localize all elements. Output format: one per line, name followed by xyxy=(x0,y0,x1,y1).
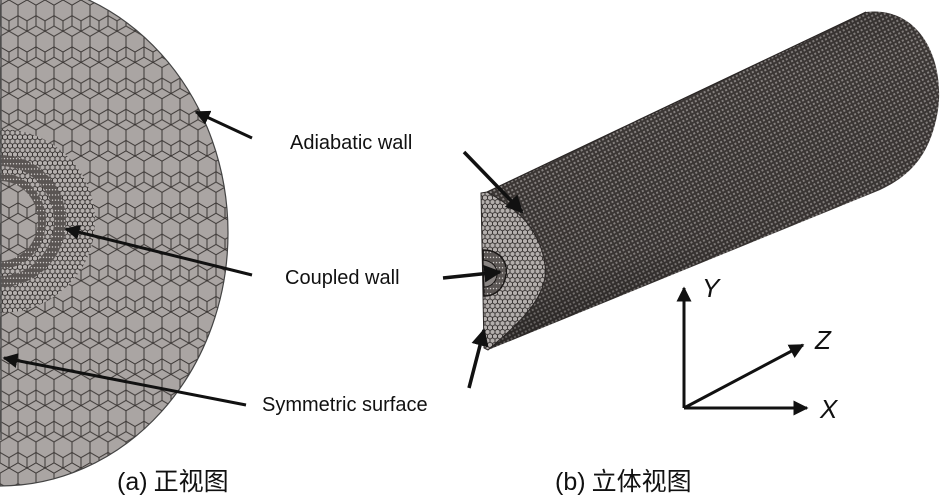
arrow-symmetric-surface-a xyxy=(2,353,247,407)
cylinder-top-edge xyxy=(486,11,867,193)
panel-a-front-view xyxy=(0,0,229,487)
z-axis-arrow xyxy=(683,343,805,410)
x-axis-label: X xyxy=(819,394,839,424)
transition-mesh-ring xyxy=(0,129,95,313)
arrow-adiabatic-wall-b xyxy=(462,150,524,214)
caption-b-text: 立体视图 xyxy=(591,467,692,496)
inner-core-mesh xyxy=(0,181,38,261)
arrow-symmetric-surface-b xyxy=(467,328,489,389)
label-coupled-wall: Coupled wall xyxy=(285,267,400,289)
coordinate-axes: Y Z X xyxy=(676,273,839,424)
caption-a-text: 正视图 xyxy=(153,467,229,496)
label-adiabatic-wall: Adiabatic wall xyxy=(290,132,412,154)
arrow-coupled-wall-a xyxy=(64,224,253,277)
arrow-coupled-wall-b xyxy=(442,264,502,283)
panel-b-3d-view xyxy=(480,11,940,351)
caption-b-tag: (b) xyxy=(555,468,586,496)
y-axis-label: Y xyxy=(702,273,721,303)
caption-a: (a)正视图 xyxy=(117,462,229,498)
arrow-adiabatic-wall-a xyxy=(194,110,253,140)
cylinder-shading xyxy=(487,11,940,351)
caption-a-tag: (a) xyxy=(117,468,148,496)
outer-boundary-arc xyxy=(0,0,229,487)
z-axis-label: Z xyxy=(814,325,832,355)
caption-b: (b)立体视图 xyxy=(555,462,692,498)
label-symmetric-surface: Symmetric surface xyxy=(262,394,428,416)
